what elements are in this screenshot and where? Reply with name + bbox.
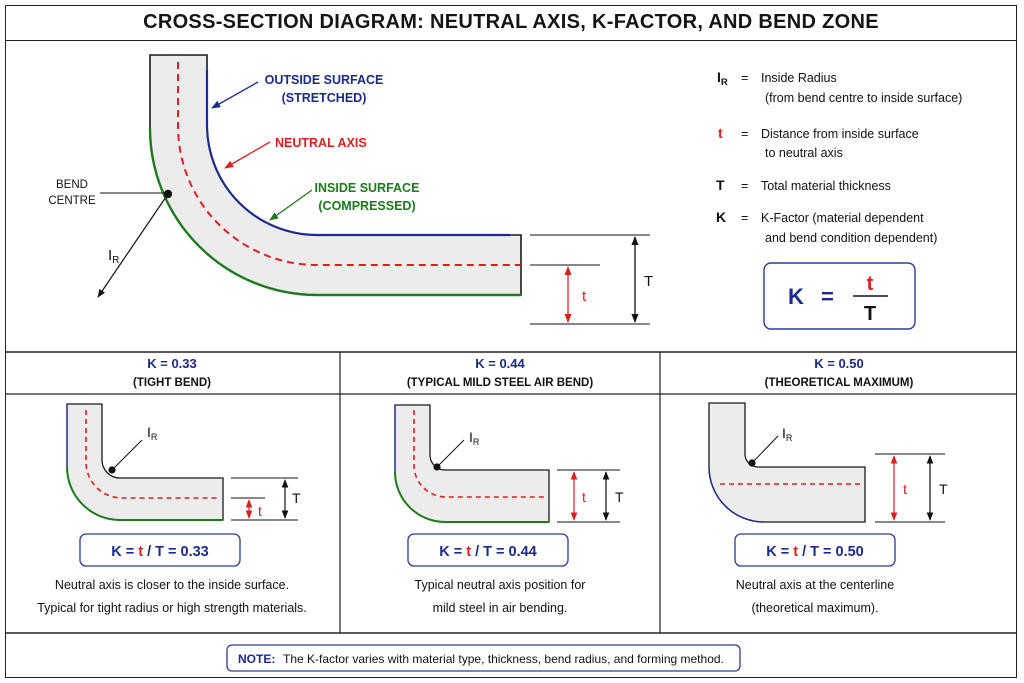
panel-3-subtitle: (THEORETICAL MAXIMUM) <box>765 377 914 389</box>
inside-radius-arrow <box>97 193 169 298</box>
note-box <box>226 644 741 672</box>
inside-radius-label: IR <box>108 247 119 266</box>
panel-1-k-value: K = 0.33 <box>147 356 197 371</box>
legend-text-T-1: Total material thickness <box>761 179 891 193</box>
panel-2-bent-plate <box>394 404 550 523</box>
main-dimensions <box>530 234 650 325</box>
neutral-axis-arrow <box>224 141 271 169</box>
legend-text-t-1: Distance from inside surface <box>761 127 919 141</box>
panel-1-T-label: T <box>292 490 301 506</box>
legend-symbol-ir: IR <box>717 69 728 88</box>
formula-denominator: T <box>864 303 876 325</box>
inside-surface-sub: (COMPRESSED) <box>318 199 415 213</box>
panel-2-ir-label: IR <box>469 429 480 447</box>
formula-numerator: t <box>867 273 874 295</box>
panel-2-k-value: K = 0.44 <box>475 356 525 371</box>
panel-1-bent-plate <box>66 403 224 521</box>
t-dimension-label: t <box>582 288 587 305</box>
panel-3-caption-2: (theoretical maximum). <box>751 601 878 615</box>
panel-2-caption-1: Typical neutral axis position for <box>415 578 586 592</box>
outside-surface-arrow <box>211 81 259 109</box>
title-bar: CROSS-SECTION DIAGRAM: NEUTRAL AXIS, K-F… <box>5 5 1017 41</box>
legend-symbol-T: T <box>716 177 725 193</box>
legend-eq-K: = <box>741 211 748 225</box>
panel-2-subtitle: (TYPICAL MILD STEEL AIR BEND) <box>407 377 594 389</box>
panel-3-formula-box <box>734 533 896 567</box>
bend-centre-label: BEND <box>56 179 88 191</box>
neutral-axis-line <box>177 62 521 266</box>
panel-1-subtitle: (TIGHT BEND) <box>133 377 211 389</box>
panel-1-t-label: t <box>258 503 262 519</box>
panel-3-bent-plate <box>708 402 866 523</box>
panel-1-caption-1: Neutral axis is closer to the inside sur… <box>55 578 289 592</box>
panel-1-dimensions <box>231 477 298 521</box>
legend-eq-ir: = <box>741 71 748 85</box>
note-label: NOTE: <box>238 652 275 666</box>
panel-1-ir-label: IR <box>147 424 158 442</box>
panel-2-t-label: t <box>582 489 586 505</box>
panel-3-T-label: T <box>939 481 948 497</box>
legend-text-ir-1: Inside Radius <box>761 71 837 85</box>
panel-1-caption-2: Typical for tight radius or high strengt… <box>37 601 307 615</box>
legend-text-ir-2: (from bend centre to inside surface) <box>765 91 962 105</box>
legend-text-K-2: and bend condition dependent) <box>765 231 937 245</box>
panel-3-caption-1: Neutral axis at the centerline <box>736 578 894 592</box>
panel-3-formula: K = t / T = 0.50 <box>766 544 864 560</box>
note-text: The K-factor varies with material type, … <box>283 652 724 666</box>
inside-surface-label: INSIDE SURFACE <box>315 181 420 195</box>
legend-eq-t: = <box>741 127 748 141</box>
panel-1-formula: K = t / T = 0.33 <box>111 544 209 560</box>
diagram-title: CROSS-SECTION DIAGRAM: NEUTRAL AXIS, K-F… <box>143 11 879 33</box>
formula-k: K <box>788 284 804 309</box>
panel-3-k-value: K = 0.50 <box>814 356 864 371</box>
legend: IR = Inside Radius (from bend centre to … <box>716 69 962 245</box>
main-bent-plate <box>148 54 522 297</box>
k-formula-box: K = t T <box>763 262 916 330</box>
legend-text-K-1: K-Factor (material dependent <box>761 211 924 225</box>
panel-2-formula: K = t / T = 0.44 <box>439 544 537 560</box>
outside-surface-label: OUTSIDE SURFACE <box>265 73 384 87</box>
panel-2-T-label: T <box>615 489 624 505</box>
neutral-axis-label: NEUTRAL AXIS <box>275 136 367 150</box>
inside-surface-arrow <box>269 189 313 221</box>
outside-surface-sub: (STRETCHED) <box>282 91 367 105</box>
diagram-frame <box>5 5 1017 678</box>
panel-3-dimensions <box>875 453 945 523</box>
panel-3-ir-label: IR <box>782 425 793 443</box>
legend-symbol-t: t <box>718 125 723 141</box>
panel-2-caption-2: mild steel in air bending. <box>433 601 568 615</box>
outside-surface-edge <box>205 70 510 237</box>
bend-centre-sub: CENTRE <box>48 195 96 207</box>
legend-symbol-K: K <box>716 209 726 225</box>
panel-2-dimensions <box>557 469 620 523</box>
panel-2-formula-box <box>407 533 569 567</box>
formula-eq: = <box>821 284 834 309</box>
legend-text-t-2: to neutral axis <box>765 146 843 160</box>
inside-surface-edge <box>148 127 521 297</box>
T-dimension-label: T <box>644 273 653 290</box>
legend-eq-T: = <box>741 179 748 193</box>
panel-1-formula-box <box>79 533 241 567</box>
panel-3-t-label: t <box>903 481 907 497</box>
